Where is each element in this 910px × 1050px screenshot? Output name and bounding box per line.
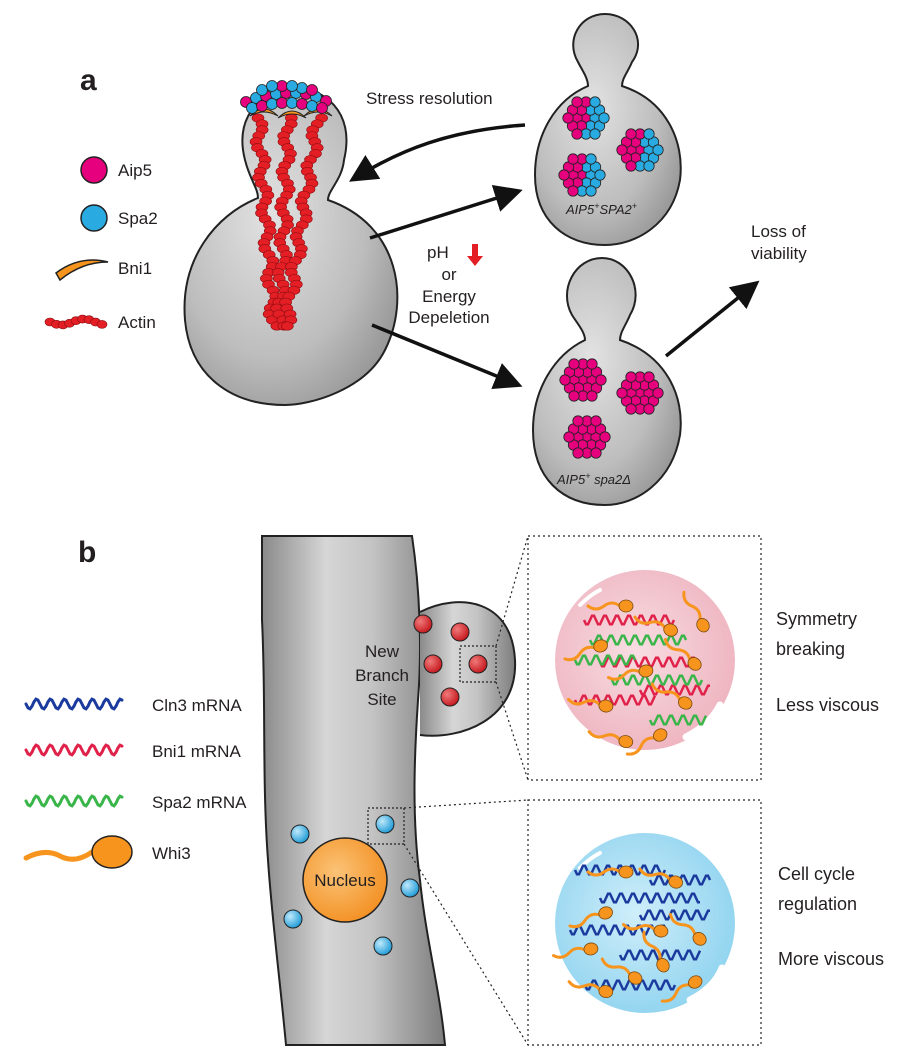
more-viscous-condensate <box>551 833 735 1013</box>
stress-line-ph: pH <box>427 243 449 262</box>
arrow-stress-resolution <box>349 123 526 182</box>
legend-cln3-label: Cln3 mRNA <box>152 696 242 715</box>
hypha <box>261 535 517 1046</box>
stress-condition-text: pH or Energy Depeletion <box>408 243 489 327</box>
aip5-legend-icon <box>80 156 108 184</box>
legend-bni1-label: Bni1 <box>118 259 152 278</box>
panel-b-letter: b <box>78 536 96 569</box>
cell-aip5-spa2-delta <box>531 256 682 507</box>
spa2-legend-icon <box>80 204 108 232</box>
bottom-box-line1: Cell cycle <box>778 864 855 884</box>
bottom-box-line3: More viscous <box>778 949 884 969</box>
top-box-line1: Symmetry <box>776 609 857 629</box>
bni1-wave-icon <box>24 743 124 757</box>
branch-line-branch: Branch <box>355 666 409 685</box>
legend-b: Cln3 mRNA Bni1 mRNA Spa2 mRNA Whi3 <box>23 696 247 869</box>
legend-whi3-label: Whi3 <box>152 844 191 863</box>
stress-resolution-label: Stress resolution <box>366 89 493 108</box>
nucleus: Nucleus <box>302 837 388 923</box>
stress-line-or: or <box>441 265 456 284</box>
legend-bni1mrna-label: Bni1 mRNA <box>152 742 241 761</box>
ph-down-arrow-icon <box>467 244 483 266</box>
arrow-loss-viability <box>664 280 760 358</box>
less-viscous-condensate <box>555 570 735 756</box>
stress-line-depletion: Depeletion <box>408 308 489 327</box>
branch-line-site: Site <box>367 690 396 709</box>
legend-spa2-label: Spa2 <box>118 209 158 228</box>
panel-a-letter: a <box>80 64 97 97</box>
bni1-legend-icon <box>55 259 109 282</box>
branch-line-new: New <box>365 642 400 661</box>
loss-viability-line2: viability <box>751 244 807 263</box>
bottom-box-line2: regulation <box>778 894 857 914</box>
central-yeast-cell <box>183 86 399 407</box>
mixed-condensates <box>558 96 664 197</box>
arrow-to-bottom-cell <box>371 323 523 389</box>
bud-tip-cluster <box>240 80 333 119</box>
actin-cables <box>249 113 328 331</box>
legend-aip5-label: Aip5 <box>118 161 152 180</box>
legend-a: Aip5 Spa2 Bni1 Actin <box>44 156 158 332</box>
cln3-wave-icon <box>24 697 124 711</box>
branch-droplets <box>413 614 488 707</box>
zoom-box-branch <box>459 645 497 683</box>
genotype-top: AIP5+SPA2+ <box>565 201 637 217</box>
arrow-to-top-cell <box>369 184 523 240</box>
stress-line-energy: Energy <box>422 287 476 306</box>
loss-viability-line1: Loss of <box>751 222 806 241</box>
perinuclear-droplets <box>283 814 420 956</box>
zoom-guides <box>403 535 529 1046</box>
actin-legend-icon <box>44 314 108 330</box>
top-box-line2: breaking <box>776 639 845 659</box>
aip5-condensates <box>559 358 664 459</box>
whi3-legend-icon <box>23 835 133 869</box>
top-box-line3: Less viscous <box>776 695 879 715</box>
genotype-bottom: AIP5+ spa2Δ <box>556 471 631 487</box>
spa2-wave-icon <box>24 794 124 808</box>
legend-actin-label: Actin <box>118 313 156 332</box>
branch-site-label: New Branch Site <box>355 642 409 709</box>
nucleus-label: Nucleus <box>314 871 375 890</box>
zoom-box-nucleus <box>367 807 405 845</box>
legend-spa2mrna-label: Spa2 mRNA <box>152 793 247 812</box>
